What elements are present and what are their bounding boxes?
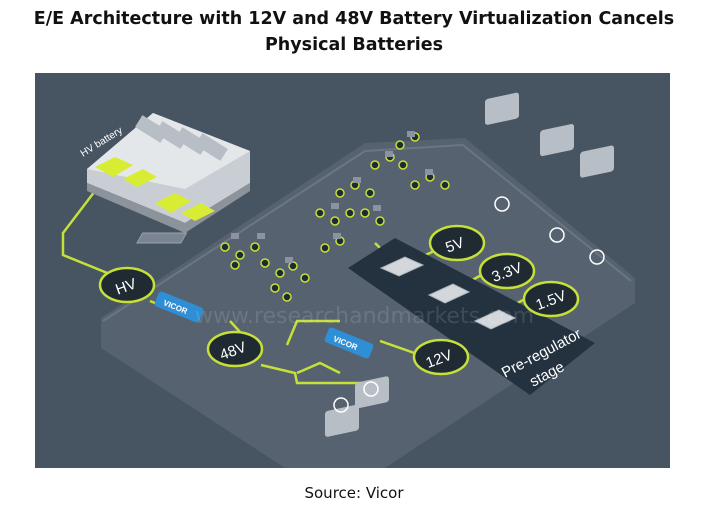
circuit-board xyxy=(101,138,635,468)
title-line-1: E/E Architecture with 12V and 48V Batter… xyxy=(33,9,675,29)
voltage-node-hv: HV xyxy=(98,266,156,304)
voltage-node-12v: 12V xyxy=(412,338,470,376)
svg-text:5V: 5V xyxy=(443,234,466,256)
voltage-node-5v: 5V xyxy=(428,224,486,262)
source-caption: Source: Vicor xyxy=(304,484,404,502)
page-title: E/E Architecture with 12V and 48V Batter… xyxy=(0,6,708,58)
regulator-blocks xyxy=(379,256,517,330)
voltage-node-3-3v: 3.3V xyxy=(478,252,536,290)
architecture-diagram: HV battery Pre-regulat xyxy=(35,73,670,468)
svg-text:HV: HV xyxy=(113,275,138,298)
hv-battery: HV battery xyxy=(79,113,250,233)
voltage-node-48v: 48V xyxy=(206,330,264,368)
connector-icons xyxy=(325,92,614,437)
title-line-2: Physical Batteries xyxy=(264,35,444,55)
component-array xyxy=(136,131,450,302)
watermark: www.researchandmarkets.com xyxy=(195,304,534,329)
voltage-node-1-5v: 1.5V xyxy=(522,280,580,318)
